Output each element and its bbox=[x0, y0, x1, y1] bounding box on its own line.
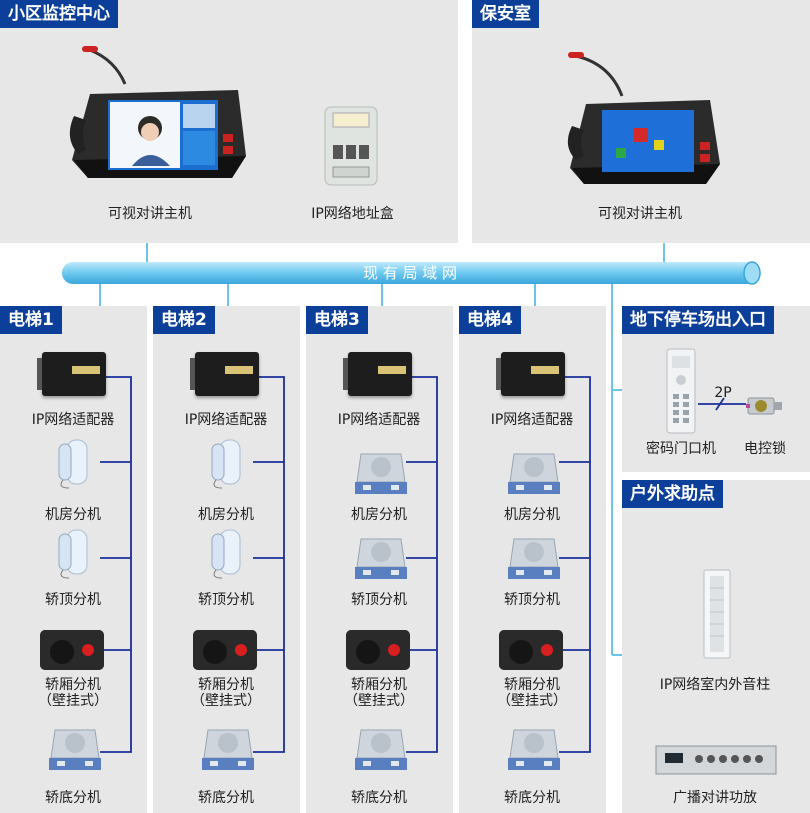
room-extension-label: 机房分机 bbox=[45, 507, 101, 523]
car-extension-label: 轿厢分机 bbox=[351, 677, 407, 693]
wall-mounted-unit-icon bbox=[40, 630, 104, 670]
wall-phone-icon bbox=[211, 529, 241, 579]
panel-title: 户外求助点 bbox=[622, 480, 723, 508]
panel-parking: 地下停车场出入口 bbox=[622, 306, 810, 472]
intercom-panel-icon bbox=[355, 453, 407, 494]
intercom-panel-icon bbox=[508, 453, 560, 494]
address-box-label: IP网络地址盒 bbox=[311, 206, 394, 222]
bottom-extension-label: 轿底分机 bbox=[45, 790, 101, 806]
wall-mounted-unit-icon bbox=[346, 630, 410, 670]
wall-phone-icon bbox=[58, 529, 88, 579]
keypad-icon bbox=[666, 348, 696, 434]
bottom-extension-label: 轿底分机 bbox=[351, 790, 407, 806]
adapter-label: IP网络适配器 bbox=[337, 412, 421, 428]
car-extension-note: （壁挂式） bbox=[191, 693, 261, 709]
car-extension-label: 轿厢分机 bbox=[198, 677, 254, 693]
intercom-panel-icon bbox=[355, 538, 407, 579]
car-extension-note: （壁挂式） bbox=[497, 693, 567, 709]
intercom-panel-icon bbox=[202, 729, 254, 770]
network-adapter-icon bbox=[343, 352, 412, 396]
panel-title: 电梯3 bbox=[306, 306, 368, 334]
adapter-label: IP网络适配器 bbox=[31, 412, 115, 428]
top-extension-label: 轿顶分机 bbox=[45, 592, 101, 608]
panel-title: 地下停车场出入口 bbox=[622, 306, 774, 334]
network-adapter-icon bbox=[496, 352, 565, 396]
lan-label: 现 有 局 域 网 bbox=[362, 264, 458, 282]
desk-intercom-icon bbox=[69, 46, 246, 178]
bottom-extension-label: 轿底分机 bbox=[504, 790, 560, 806]
intercom-panel-icon bbox=[508, 729, 560, 770]
lock-label: 电控锁 bbox=[744, 441, 786, 457]
sound-column-icon bbox=[703, 569, 731, 659]
intercom-panel-icon bbox=[508, 538, 560, 579]
amplifier-icon bbox=[655, 745, 777, 775]
panel-title: 小区监控中心 bbox=[0, 0, 118, 28]
top-extension-label: 轿顶分机 bbox=[351, 592, 407, 608]
panel-title: 电梯4 bbox=[459, 306, 521, 334]
adapter-label: IP网络适配器 bbox=[490, 412, 574, 428]
panel-title: 电梯2 bbox=[153, 306, 215, 334]
electric-lock-icon bbox=[746, 397, 782, 415]
intercom-panel-icon bbox=[355, 729, 407, 770]
top-extension-label: 轿顶分机 bbox=[504, 592, 560, 608]
security-host-label: 可视对讲主机 bbox=[598, 206, 682, 222]
wall-mounted-unit-icon bbox=[193, 630, 257, 670]
car-extension-label: 轿厢分机 bbox=[504, 677, 560, 693]
bottom-extension-label: 轿底分机 bbox=[198, 790, 254, 806]
amplifier-label: 广播对讲功放 bbox=[673, 790, 757, 806]
room-extension-label: 机房分机 bbox=[504, 507, 560, 523]
center-host-label: 可视对讲主机 bbox=[108, 206, 192, 222]
address-box-icon bbox=[324, 106, 378, 186]
room-extension-label: 机房分机 bbox=[351, 507, 407, 523]
desk-intercom-icon bbox=[567, 52, 720, 184]
network-adapter-icon bbox=[37, 352, 106, 396]
network-adapter-icon bbox=[190, 352, 259, 396]
intercom-panel-icon bbox=[49, 729, 101, 770]
wall-mounted-unit-icon bbox=[499, 630, 563, 670]
wall-phone-icon bbox=[211, 439, 241, 489]
top-extension-label: 轿顶分机 bbox=[198, 592, 254, 608]
keypad-label: 密码门口机 bbox=[646, 441, 716, 457]
panel-title: 电梯1 bbox=[0, 306, 62, 334]
car-extension-note: （壁挂式） bbox=[344, 693, 414, 709]
car-extension-note: （壁挂式） bbox=[38, 693, 108, 709]
sound-column-label: IP网络室内外音柱 bbox=[659, 677, 771, 693]
wire-2p-label: 2P bbox=[714, 385, 732, 401]
wall-phone-icon bbox=[58, 439, 88, 489]
car-extension-label: 轿厢分机 bbox=[45, 677, 101, 693]
panel-title: 保安室 bbox=[472, 0, 539, 28]
room-extension-label: 机房分机 bbox=[198, 507, 254, 523]
adapter-label: IP网络适配器 bbox=[184, 412, 268, 428]
